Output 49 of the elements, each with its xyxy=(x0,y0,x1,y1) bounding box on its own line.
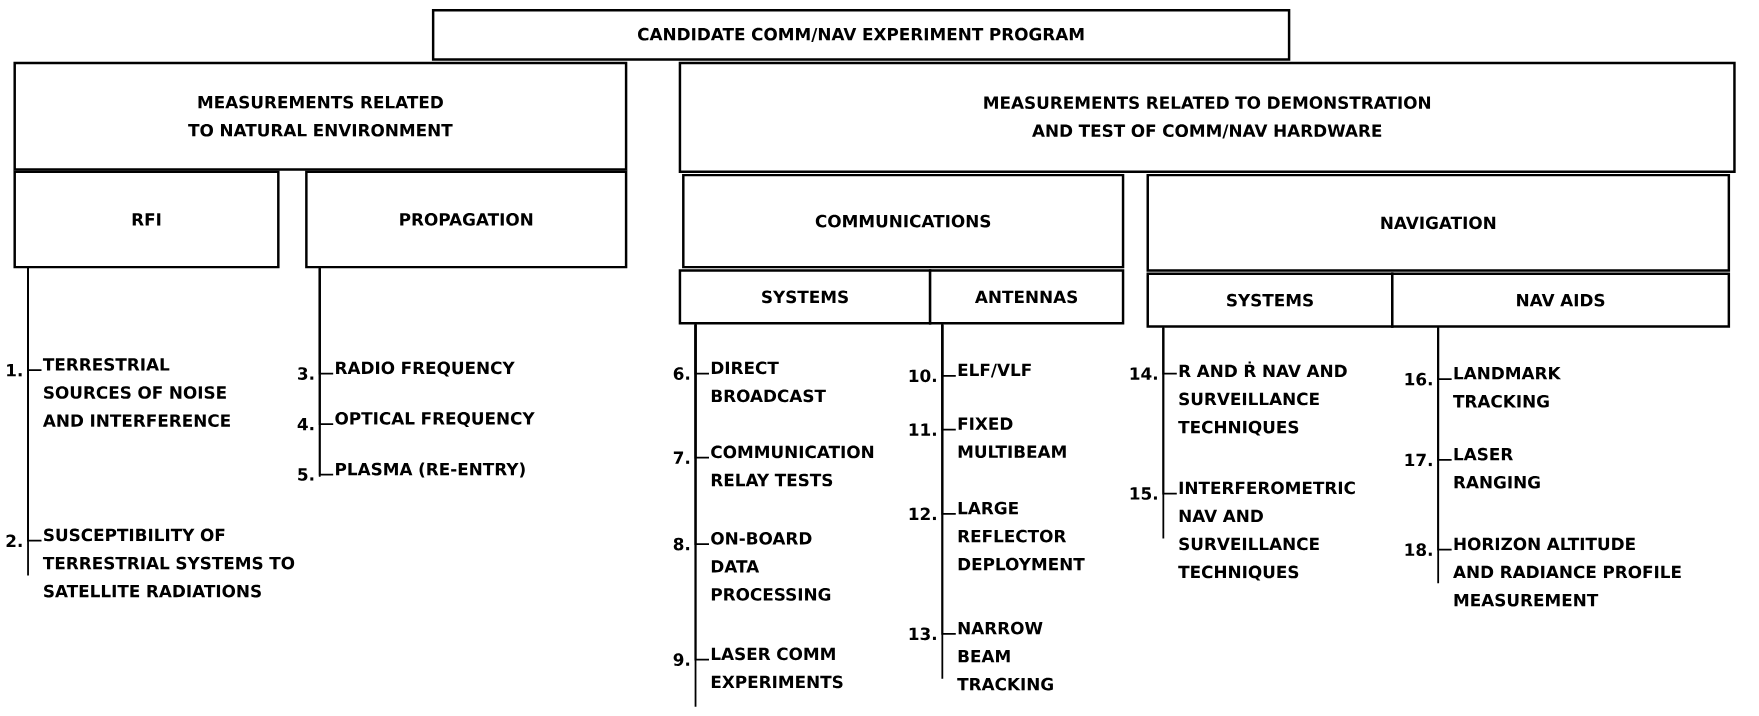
item-text: COMMUNICATION RELAY TESTS xyxy=(711,445,874,487)
item-text: LASER COMM EXPERIMENTS xyxy=(711,647,843,689)
category-box: NAV AIDS xyxy=(1391,272,1731,328)
item-number: 2. xyxy=(6,534,22,548)
category-box: SYSTEMS xyxy=(678,269,932,325)
category-box: CANDIDATE COMM/NAV EXPERIMENT PROGRAM xyxy=(431,9,1291,61)
item-number: 11. xyxy=(909,423,936,436)
item-number: 6. xyxy=(673,367,690,381)
item-text: ELF/VLF xyxy=(958,363,1031,378)
item-number: 9. xyxy=(673,653,690,667)
category-box: SYSTEMS xyxy=(1146,272,1394,328)
item-text: LANDMARK TRACKING xyxy=(1453,367,1562,408)
item-number: 13. xyxy=(909,627,936,641)
item-text: TERRESTRIAL SOURCES OF NOISE AND INTERFERENCE xyxy=(42,358,230,428)
branch-line xyxy=(27,267,43,542)
item-text: ON-BOARD DATA PROCESSING xyxy=(711,532,831,601)
item-text: R AND Ṙ NAV AND SURVEILLANCE TECHNIQUES xyxy=(1178,361,1347,436)
item-number: 18. xyxy=(1405,543,1432,557)
branch-line xyxy=(318,267,335,476)
item-number: 5. xyxy=(298,468,314,481)
item-text: HORIZON ALTITUDE AND RADIANCE PROFILE MEASUREMENT xyxy=(1453,537,1681,607)
branch-line xyxy=(1162,327,1178,495)
item-text: PLASMA (RE-ENTRY) xyxy=(336,462,525,478)
category-box: PROPAGATION xyxy=(305,170,628,269)
item-text: SUSCEPTIBILITY OF TERRESTRIAL SYSTEMS TO SATELLITE RADIATIONS xyxy=(42,528,295,598)
item-number: 16. xyxy=(1405,372,1432,386)
item-number: 15. xyxy=(1130,487,1157,500)
item-number: 14. xyxy=(1130,367,1157,380)
category-box: ANTENNAS xyxy=(928,269,1125,325)
item-text: FIXED MULTIBEAM xyxy=(958,417,1066,459)
item-text: NARROW BEAM TRACKING xyxy=(957,621,1053,691)
item-number: 12. xyxy=(909,507,936,521)
item-text: INTERFEROMETRIC NAV AND SURVEILLANCE TECHNIQUES xyxy=(1178,481,1355,581)
item-text: OPTICAL FREQUENCY xyxy=(335,412,535,428)
item-number: 3. xyxy=(298,367,314,381)
item-text: LARGE REFLECTOR DEPLOYMENT xyxy=(958,501,1085,571)
item-number: 10. xyxy=(909,369,936,383)
item-number: 17. xyxy=(1405,453,1432,467)
item-number: 1. xyxy=(7,364,22,377)
item-number: 8. xyxy=(673,537,690,551)
branch-line xyxy=(694,323,710,661)
branch-line xyxy=(1437,327,1453,551)
item-text: LASER RANGING xyxy=(1454,447,1540,489)
branch-line xyxy=(941,323,957,635)
item-text: RADIO FREQUENCY xyxy=(336,361,515,377)
item-text: DIRECT BROADCAST xyxy=(711,361,826,403)
item-number: 4. xyxy=(297,418,314,431)
category-box: RFI xyxy=(13,170,280,269)
item-number: 7. xyxy=(673,451,690,464)
